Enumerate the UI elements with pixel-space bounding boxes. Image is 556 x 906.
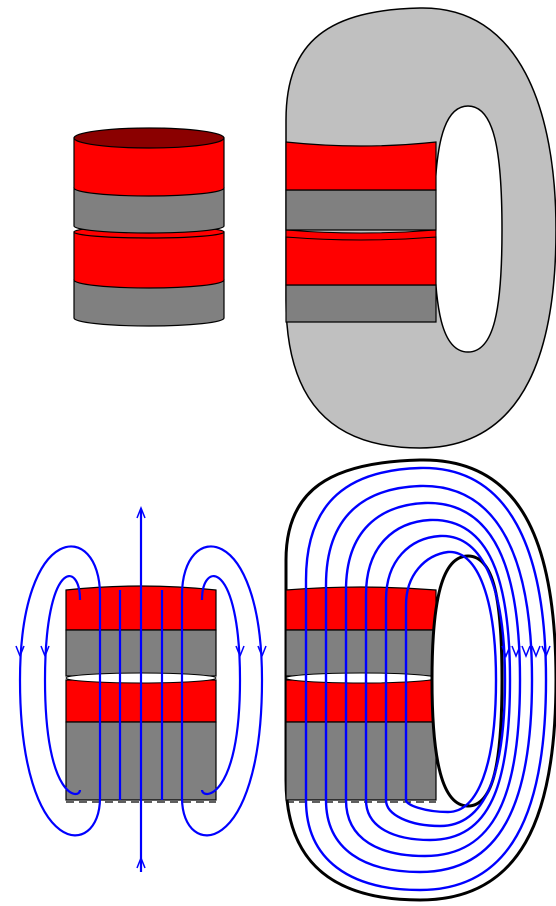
yoke-magnet-red-lower [286,237,436,285]
stacked-magnets [74,128,224,326]
magnet-segment-red-lower [74,232,224,288]
fl-yoke-hole [432,556,502,806]
fl-yoke-magnet-gray-lower [286,722,436,800]
stacked-magnets-field-lines [16,508,266,872]
fl-yoke-magnet-gray-upper [286,630,436,676]
magnet-top-face [74,128,224,148]
yoke-magnet-red-upper [286,142,436,190]
fl-yoke-magnet-gap [286,673,436,683]
fl-yoke-magnet-red-upper [286,587,436,630]
magnets-in-toroidal-yoke [286,8,556,448]
yoke-magnet-gray-bottom [286,285,436,322]
toroidal-yoke-field-lines [286,460,556,900]
yoke-magnet-gray-upper [286,190,436,230]
fl-yoke-magnet-red-lower [286,680,436,722]
yoke-hole [434,106,502,352]
